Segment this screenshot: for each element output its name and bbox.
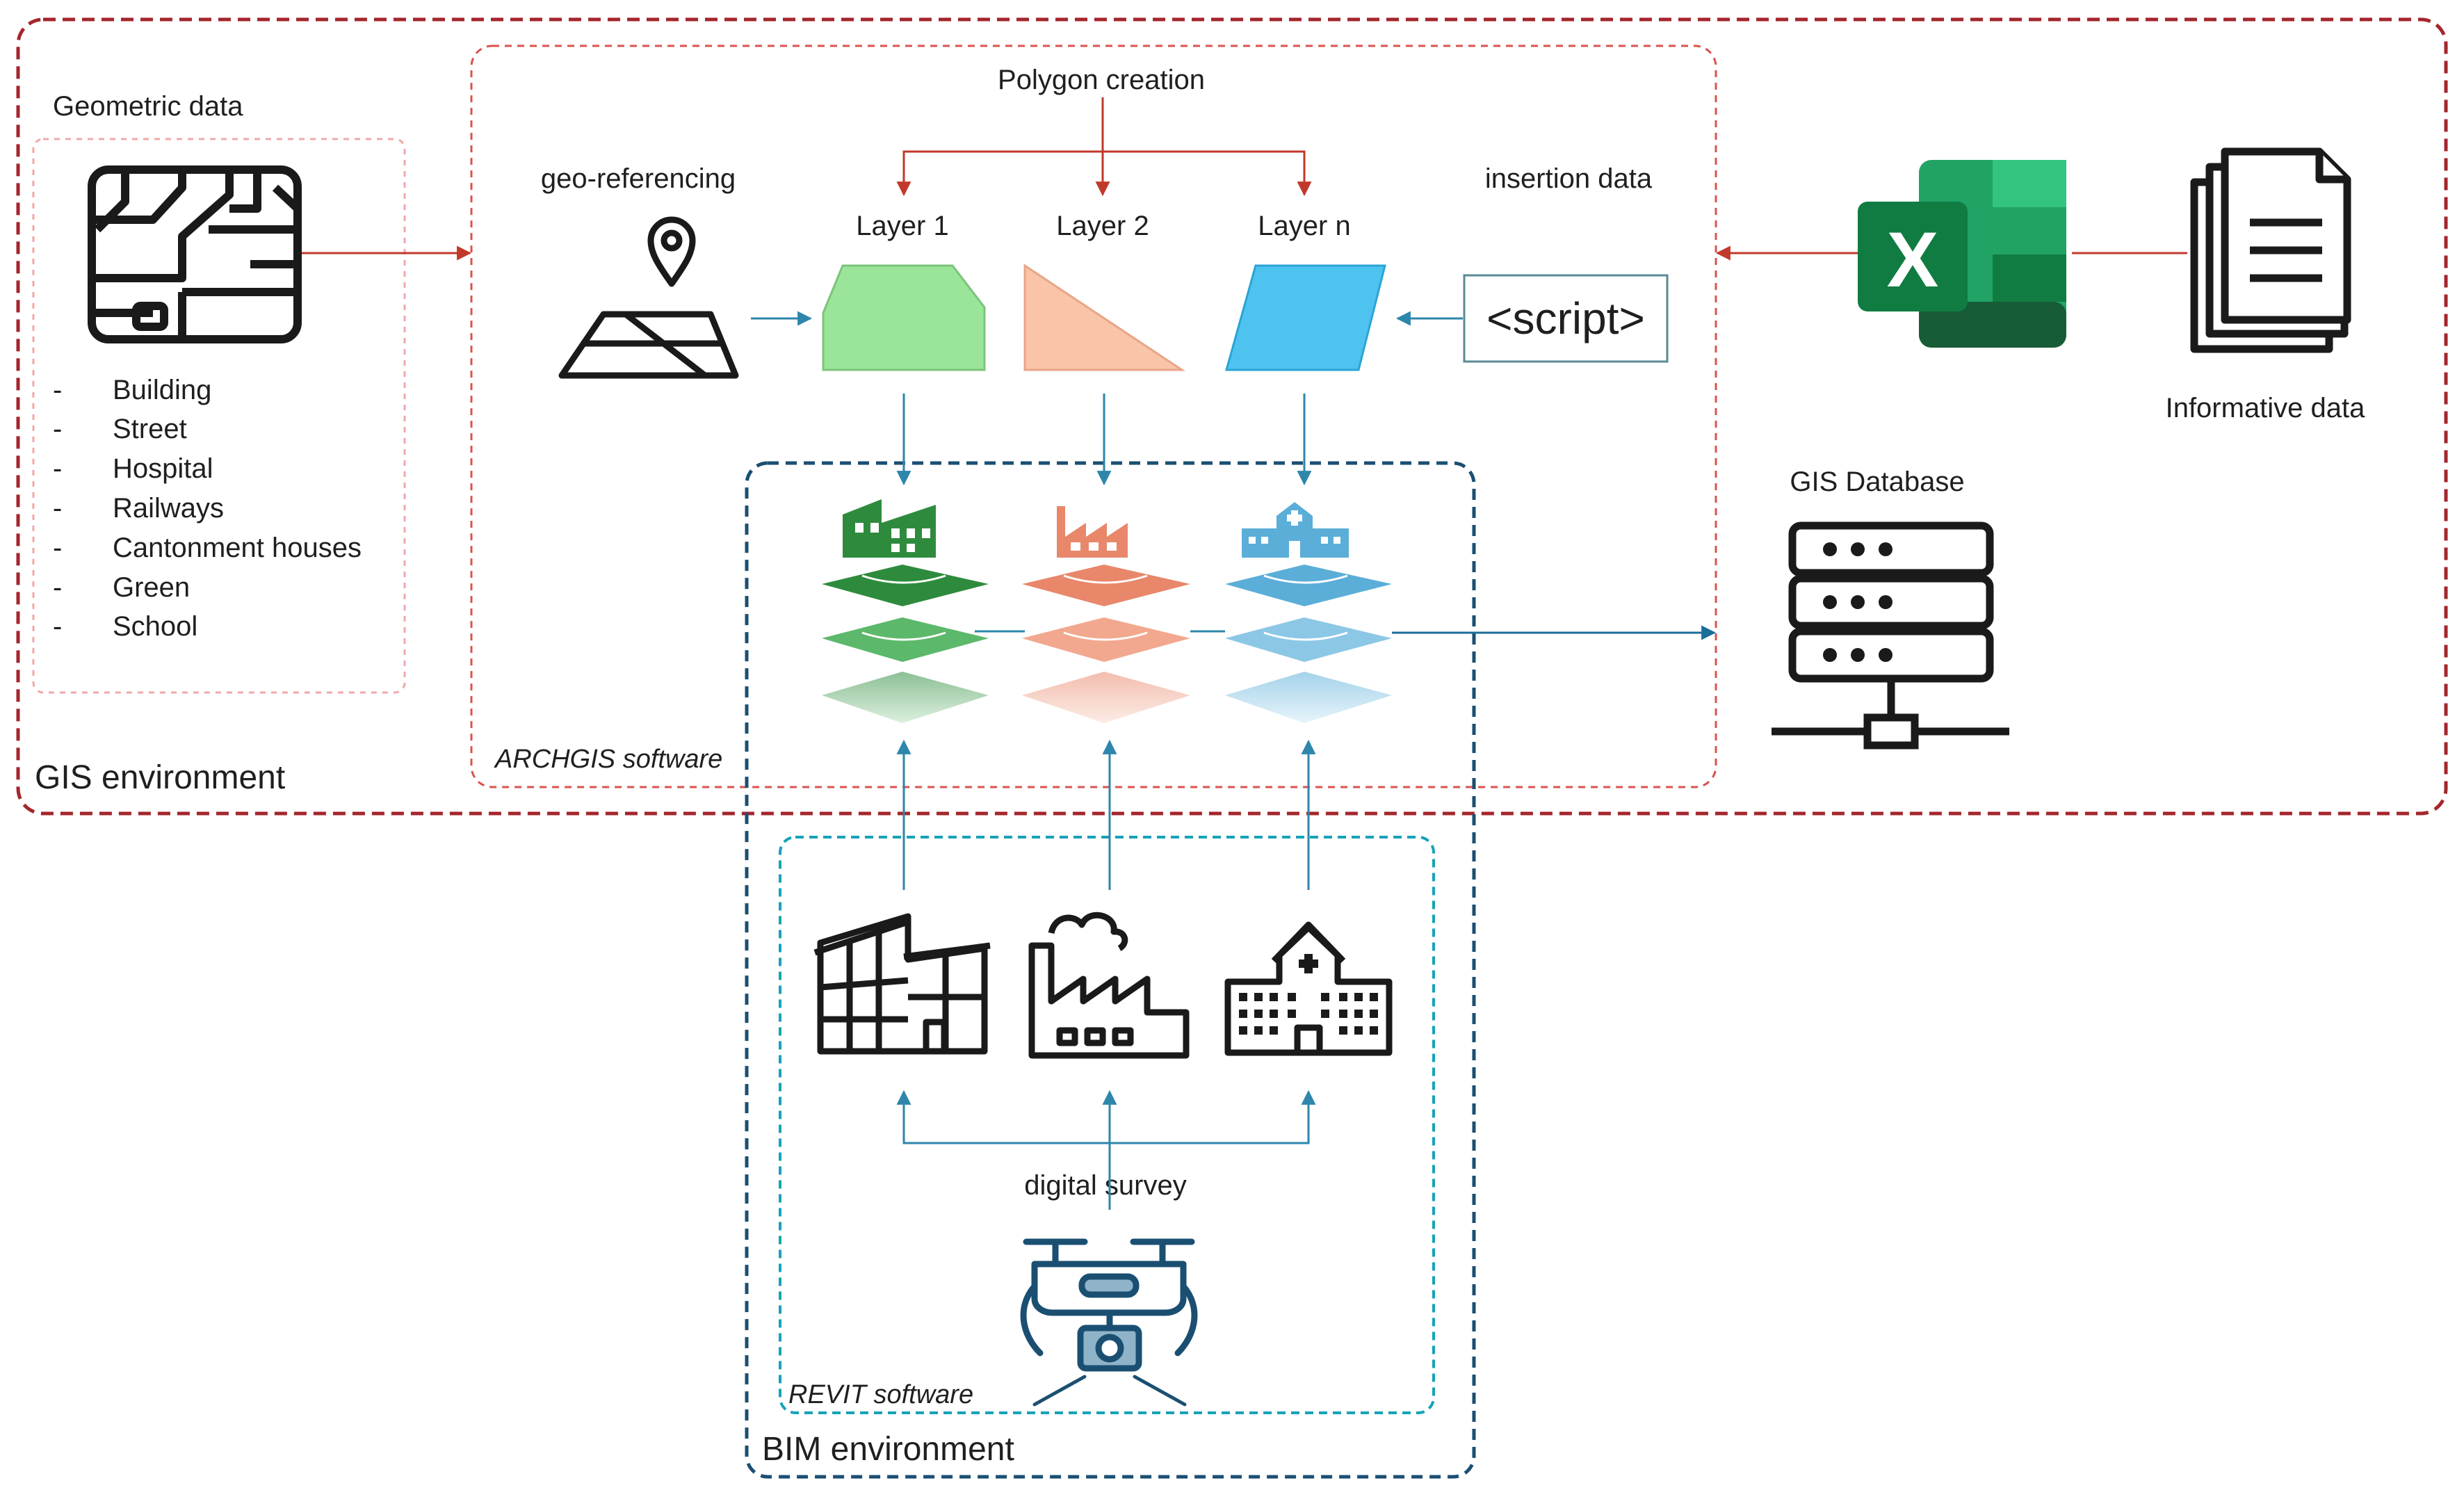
layer-2-polygon — [1023, 264, 1185, 371]
geo-referencing-map-pin-icon — [558, 216, 739, 379]
digital-survey-arrows — [896, 1090, 1316, 1210]
server-indicator-dots — [1823, 542, 1892, 662]
city-map-icon — [88, 165, 302, 343]
geometric-data-box — [32, 138, 406, 694]
list-item: Railways — [113, 493, 224, 524]
archgis-software-box — [470, 44, 1717, 788]
geometric-data-title: Geometric data — [53, 91, 243, 122]
list-bullet: - — [53, 611, 62, 642]
layer-n-hospital-stack-icon — [1225, 502, 1392, 723]
archgis-software-label: ARCHGIS software — [494, 745, 722, 774]
documents-icon — [2190, 147, 2351, 353]
gis-environment-box — [16, 17, 2448, 816]
script-label: <script> — [1486, 293, 1645, 343]
layer-2-label: Layer 2 — [1056, 211, 1149, 241]
list-item: Cantonment houses — [113, 533, 362, 563]
bim-factory-icon — [1028, 912, 1190, 1059]
layer-1-polygon — [822, 264, 986, 371]
revit-software-box — [779, 836, 1435, 1414]
insertion-data-label: insertion data — [1485, 163, 1653, 194]
georeferencing-label: geo-referencing — [541, 163, 736, 194]
list-item: School — [113, 611, 197, 642]
bim-building-icon — [813, 913, 991, 1055]
polygon-creation-label: Polygon creation — [998, 65, 1205, 95]
revit-software-label: REVIT software — [788, 1380, 973, 1409]
excel-letter: X — [1887, 216, 1939, 303]
list-bullet: - — [53, 453, 62, 484]
hospital-window-grid — [1239, 954, 1378, 1035]
list-bullet: - — [53, 533, 62, 563]
gis-environment-label: GIS environment — [35, 759, 285, 796]
bim-environment-box — [745, 461, 1476, 1479]
layer-2-factory-stack-icon — [1022, 506, 1190, 723]
list-bullet: - — [53, 414, 62, 444]
layer-n-label: Layer n — [1258, 211, 1350, 241]
list-item: Hospital — [113, 453, 213, 484]
informative-data-label: Informative data — [2166, 393, 2366, 423]
layer-n-polygon — [1225, 264, 1386, 371]
bim-hospital-icon — [1224, 921, 1393, 1056]
list-item: Building — [113, 375, 211, 405]
bim-environment-label: BIM environment — [762, 1431, 1014, 1468]
drone-icon — [1020, 1238, 1198, 1407]
list-bullet: - — [53, 493, 62, 524]
geometric-data-list: - Building - Street - Hospital - Railway… — [53, 375, 362, 642]
list-item: Green — [113, 572, 190, 603]
digital-survey-label: digital survey — [1024, 1170, 1186, 1201]
layer-flow-arrows — [751, 311, 1463, 890]
list-item: Street — [113, 414, 187, 444]
list-bullet: - — [53, 572, 62, 603]
list-bullet: - — [53, 375, 62, 405]
script-box — [1463, 274, 1669, 363]
layer-1-label: Layer 1 — [856, 211, 948, 241]
excel-icon: X — [1858, 160, 2066, 348]
gis-database-label: GIS Database — [1790, 467, 1964, 497]
layer-1-building-stack-icon — [822, 499, 989, 723]
gis-database-server-icon — [1772, 521, 2009, 750]
polygon-creation-arrows — [896, 97, 1312, 197]
